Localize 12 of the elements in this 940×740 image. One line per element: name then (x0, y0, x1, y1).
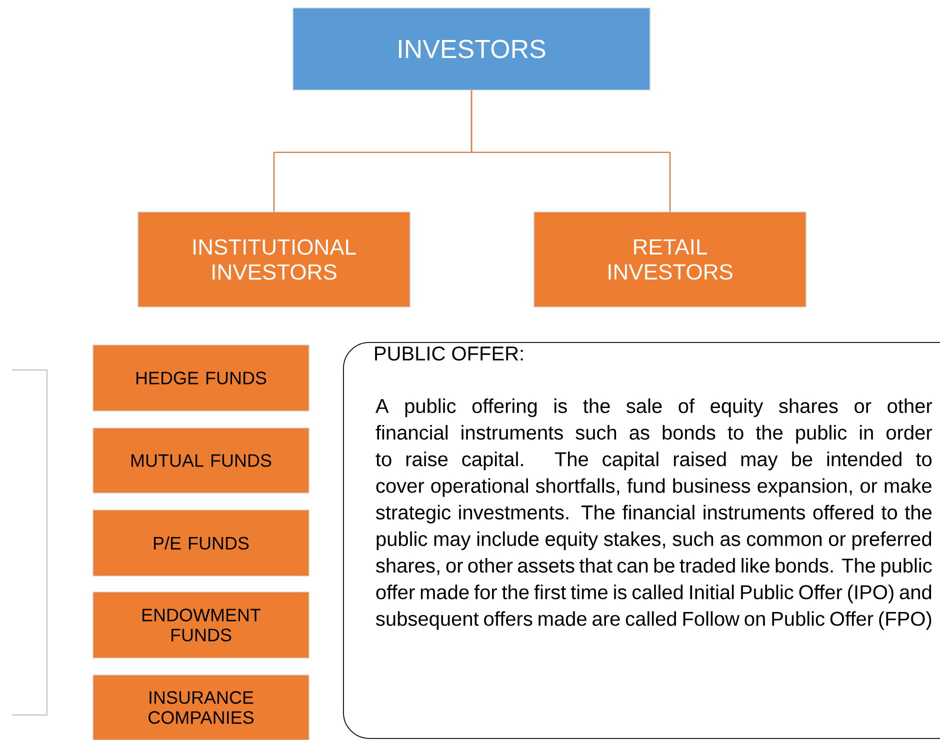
box-heading: PUBLIC OFFER: (375, 346, 523, 361)
fund-box: HEDGE FUNDS (92, 344, 310, 412)
info-box (343, 342, 940, 739)
fund-box: INSURANCE COMPANIES (92, 674, 310, 740)
category-box: INSTITUTIONAL INVESTORS (138, 212, 410, 308)
paragraph: A public offering is the sale of equity shares or other financial instruments such as bonds to the public in order to raise capital. The capital raised may be intended to cover operational shortfalls, fund business expansion, or make strategic investments. The financial instruments offered to the public may include equity stakes, such as common or preferred shares, or other assets that can be traded like bonds. The public offer made for the first time is called Initial Public Offer (IPO) and subsequent offers made are called Follow on Public Offer (FPO) (375, 398, 932, 630)
connector (470, 90, 671, 212)
category-box: RETAIL INVESTORS (534, 212, 806, 308)
fund-box: ENDOWMENT FUNDS (92, 592, 310, 658)
fund-box: MUTUAL FUNDS (92, 428, 310, 494)
root-box: INVESTORS (292, 8, 650, 90)
fund-box: P/E FUNDS (92, 510, 310, 576)
